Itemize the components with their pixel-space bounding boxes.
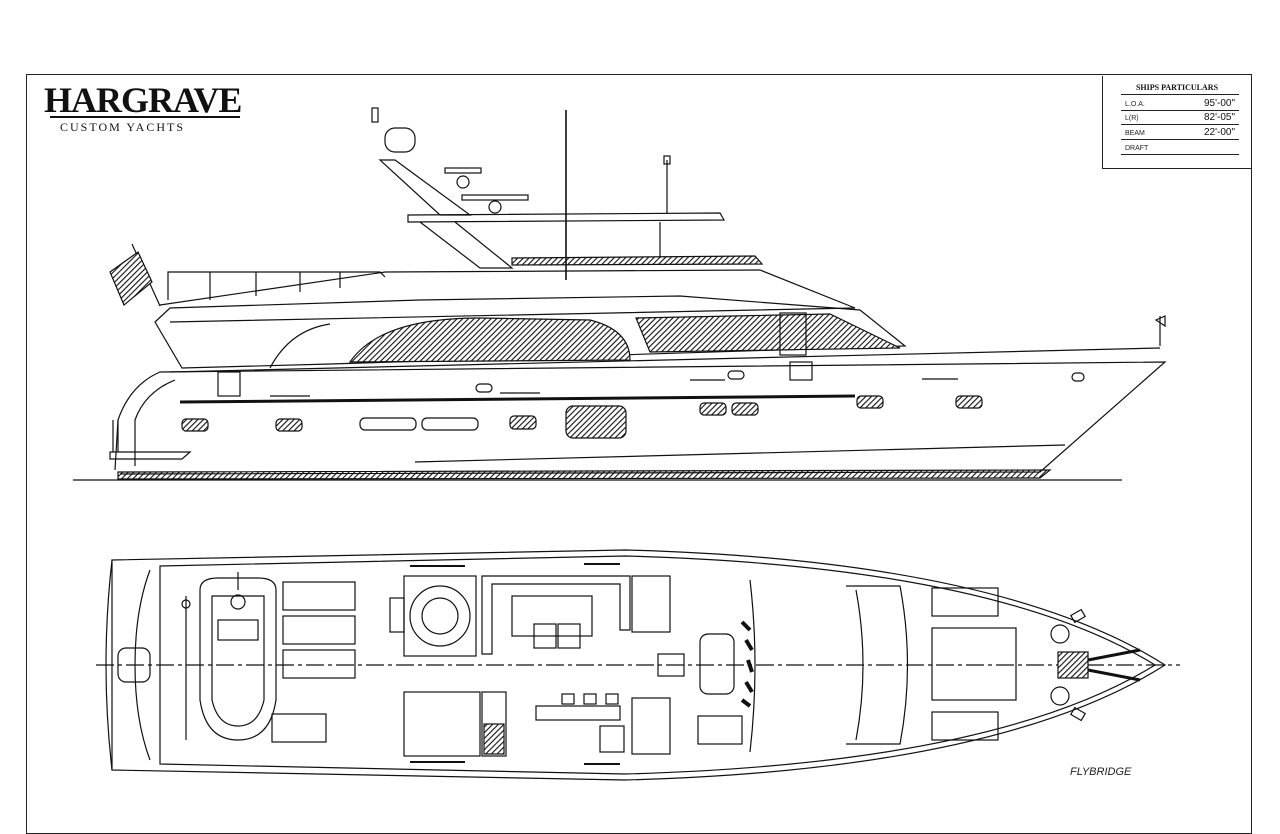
bar-counter [403,691,481,757]
helm-seat [631,697,671,755]
spa-enclosure [403,575,477,657]
tender-dinghy [199,577,277,741]
grill [483,723,505,755]
salon-window [348,317,631,363]
helm-console [699,633,735,695]
radar-mast [378,159,472,216]
hargrave-logo: HARGRAVE CUSTOM YACHTS [44,80,244,134]
sun-pad [282,649,356,679]
ships-particulars-table: SHIPS PARTICULARS L.O.A. 95'-00" L(R) 82… [1102,76,1252,169]
arch-support [419,221,514,269]
swim-door [117,647,151,683]
particulars-label: DRAFT [1125,145,1149,152]
lounge-seating [481,575,631,655]
bow-lounge [931,627,1017,701]
hull-port [699,402,727,416]
wet-bar [535,705,621,721]
profile-view [73,107,1167,481]
hull-port [275,418,303,432]
helm-seat [631,575,671,633]
chine-line [414,444,1066,463]
stair [697,715,743,745]
particulars-title: SHIPS PARTICULARS [1135,83,1219,92]
particulars-value: 22'-00" [1203,127,1235,138]
windshield [846,585,909,745]
particulars-value: 95'-00" [1203,98,1235,109]
particulars-label: L.O.A. [1125,101,1145,108]
brand-tagline: CUSTOM YACHTS [60,120,186,134]
bow-cushion [931,711,999,741]
particulars-label: BEAM [1125,130,1145,137]
hull-port [856,395,884,409]
anchor-winch [1057,651,1089,679]
hull-outline [114,361,1167,475]
particulars-row-beam: BEAM 22'-00" [1121,124,1239,140]
hull-large-window [565,405,627,439]
transom-line [134,379,176,466]
radar-antenna [444,167,482,174]
swim-platform [109,451,192,460]
flybridge-rail [167,271,386,300]
particulars-row-loa: L.O.A. 95'-00" [1121,94,1239,111]
main-deck-rail [169,347,1161,373]
wheelhouse-window [635,313,901,353]
particulars-row-draft: DRAFT [1121,139,1239,155]
particulars-label: L(R) [1125,115,1139,122]
spa-tub [409,585,471,647]
rub-rail [179,394,856,404]
hardtop-glass [511,255,764,266]
superstructure [154,295,907,369]
hull-port [731,402,759,416]
ensign-flag [109,251,153,306]
hull-window [359,417,417,431]
plan-view [96,549,1180,781]
sun-pad [282,581,356,611]
satellite-dome [384,127,416,153]
hull-window [421,417,479,431]
hull-plan-outline [111,549,1167,781]
windlass [1050,686,1070,706]
boot-stripe [117,469,1052,480]
brand-name: HARGRAVE [44,80,242,120]
logo-rule [50,116,240,118]
sun-pad [282,615,356,645]
hull-port [955,395,983,409]
windlass [1050,624,1070,644]
hull-port [181,418,209,432]
storage-box [271,713,327,743]
particulars-row-lr: L(R) 82'-05" [1121,109,1239,125]
particulars-value: 82'-05" [1203,112,1235,123]
hardtop [407,212,726,223]
plan-view-label: FLYBRIDGE [1070,766,1132,778]
bow-cushion [931,587,999,617]
flybridge-deck [159,269,856,323]
dining-table [511,595,593,637]
side-door [779,312,807,356]
control-panel [740,620,754,708]
hull-port [509,415,537,430]
helm-chair [657,653,685,677]
radar-antenna [461,194,529,201]
tender-console [217,619,259,641]
hawse-pipe [1071,372,1085,382]
